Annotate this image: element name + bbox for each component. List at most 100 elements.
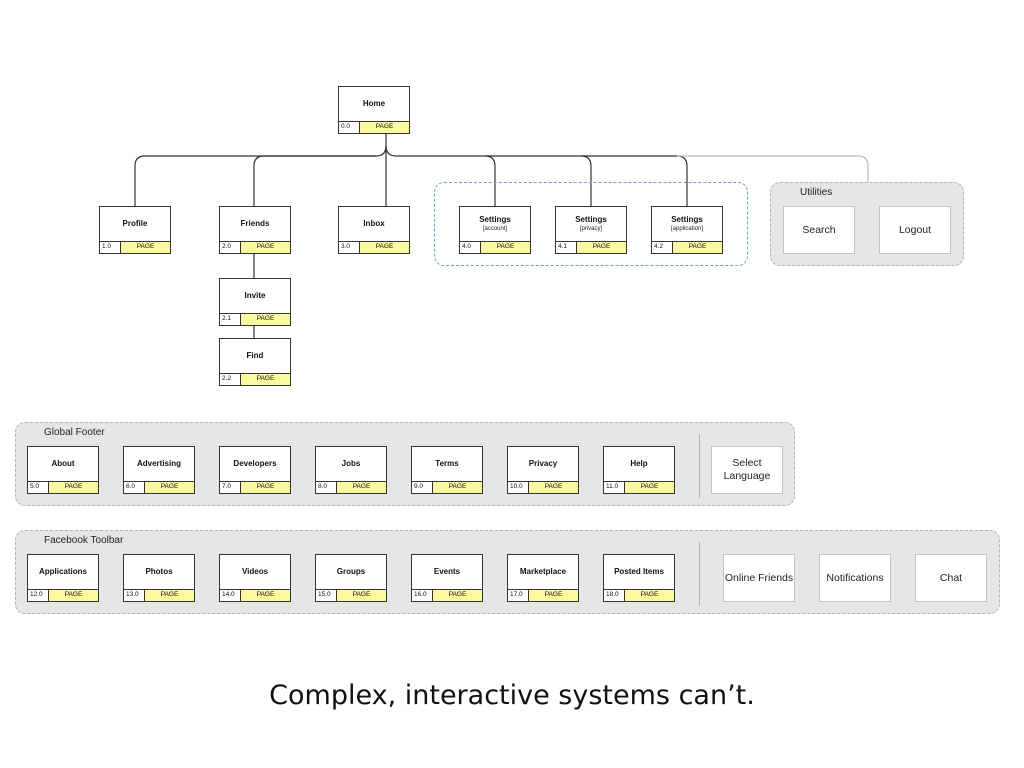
node-number: 11.0 — [604, 482, 625, 493]
node-number: 16.0 — [412, 590, 433, 601]
node-number: 13.0 — [124, 590, 145, 601]
page-tag: PAGE — [360, 122, 409, 133]
node-title: Settings — [671, 215, 703, 224]
page-tag: PAGE — [337, 590, 386, 601]
slide-caption: Complex, interactive systems can’t. — [269, 680, 755, 711]
chat-button[interactable]: Chat — [915, 554, 987, 602]
node-number: 0.0 — [339, 122, 360, 133]
node-title: Videos — [241, 567, 269, 576]
node-title: Groups — [336, 567, 366, 576]
online-friends-button[interactable]: Online Friends — [723, 554, 795, 602]
page-tag: PAGE — [145, 482, 194, 493]
node-title: Privacy — [528, 459, 558, 468]
node-title: Photos — [145, 567, 173, 576]
node-title: About — [51, 459, 75, 468]
node-number: 10.0 — [508, 482, 529, 493]
node-subtitle: [privacy] — [579, 226, 603, 232]
page-tag: PAGE — [433, 482, 482, 493]
node-number: 17.0 — [508, 590, 529, 601]
page-tag: PAGE — [433, 590, 482, 601]
notifications-button[interactable]: Notifications — [819, 554, 891, 602]
node-title: Profile — [122, 219, 148, 228]
page-tag: PAGE — [241, 242, 290, 253]
page-tag: PAGE — [673, 242, 722, 253]
page-tag: PAGE — [241, 374, 290, 385]
page-tag: PAGE — [625, 482, 674, 493]
page-tag: PAGE — [360, 242, 409, 253]
page-tag: PAGE — [241, 314, 290, 325]
node-number: 2.1 — [220, 314, 241, 325]
node-number: 3.0 — [339, 242, 360, 253]
footer-divider — [699, 434, 700, 498]
node-number: 7.0 — [220, 482, 241, 493]
page-tag: PAGE — [241, 482, 290, 493]
node-number: 14.0 — [220, 590, 241, 601]
node-title: Advertising — [136, 459, 181, 468]
page-tag: PAGE — [49, 590, 98, 601]
page-tag: PAGE — [337, 482, 386, 493]
node-title: Jobs — [341, 459, 361, 468]
page-tag: PAGE — [121, 242, 170, 253]
node-title: Find — [246, 351, 264, 360]
page-tag: PAGE — [145, 590, 194, 601]
node-subtitle: [account] — [482, 226, 508, 232]
logout-button[interactable]: Logout — [879, 206, 951, 254]
utilities-label: Utilities — [800, 187, 833, 198]
node-title: Developers — [233, 459, 277, 468]
node-number: 15.0 — [316, 590, 337, 601]
node-title: Marketplace — [519, 567, 567, 576]
node-number: 9.0 — [412, 482, 433, 493]
node-number: 18.0 — [604, 590, 625, 601]
node-number: 2.2 — [220, 374, 241, 385]
node-title: Invite — [244, 291, 266, 300]
search-button[interactable]: Search — [783, 206, 855, 254]
toolbar-divider — [699, 542, 700, 606]
page-tag: PAGE — [481, 242, 530, 253]
node-title: Settings — [479, 215, 511, 224]
page-tag: PAGE — [529, 482, 578, 493]
node-number: 4.0 — [460, 242, 481, 253]
node-title: Friends — [240, 219, 270, 228]
node-title: Inbox — [363, 219, 385, 228]
node-number: 8.0 — [316, 482, 337, 493]
node-title: Events — [433, 567, 461, 576]
node-number: 6.0 — [124, 482, 145, 493]
page-tag: PAGE — [241, 590, 290, 601]
node-number: 4.2 — [652, 242, 673, 253]
facebook-toolbar-label: Facebook Toolbar — [44, 535, 124, 546]
node-number: 2.0 — [220, 242, 241, 253]
select-language-button[interactable]: Select Language — [711, 446, 783, 494]
page-tag: PAGE — [625, 590, 674, 601]
global-footer-label: Global Footer — [44, 427, 105, 438]
node-subtitle: [application] — [670, 226, 704, 232]
page-tag: PAGE — [577, 242, 626, 253]
node-title: Settings — [575, 215, 607, 224]
node-title: Help — [630, 459, 648, 468]
node-title: Terms — [435, 459, 459, 468]
node-number: 12.0 — [28, 590, 49, 601]
